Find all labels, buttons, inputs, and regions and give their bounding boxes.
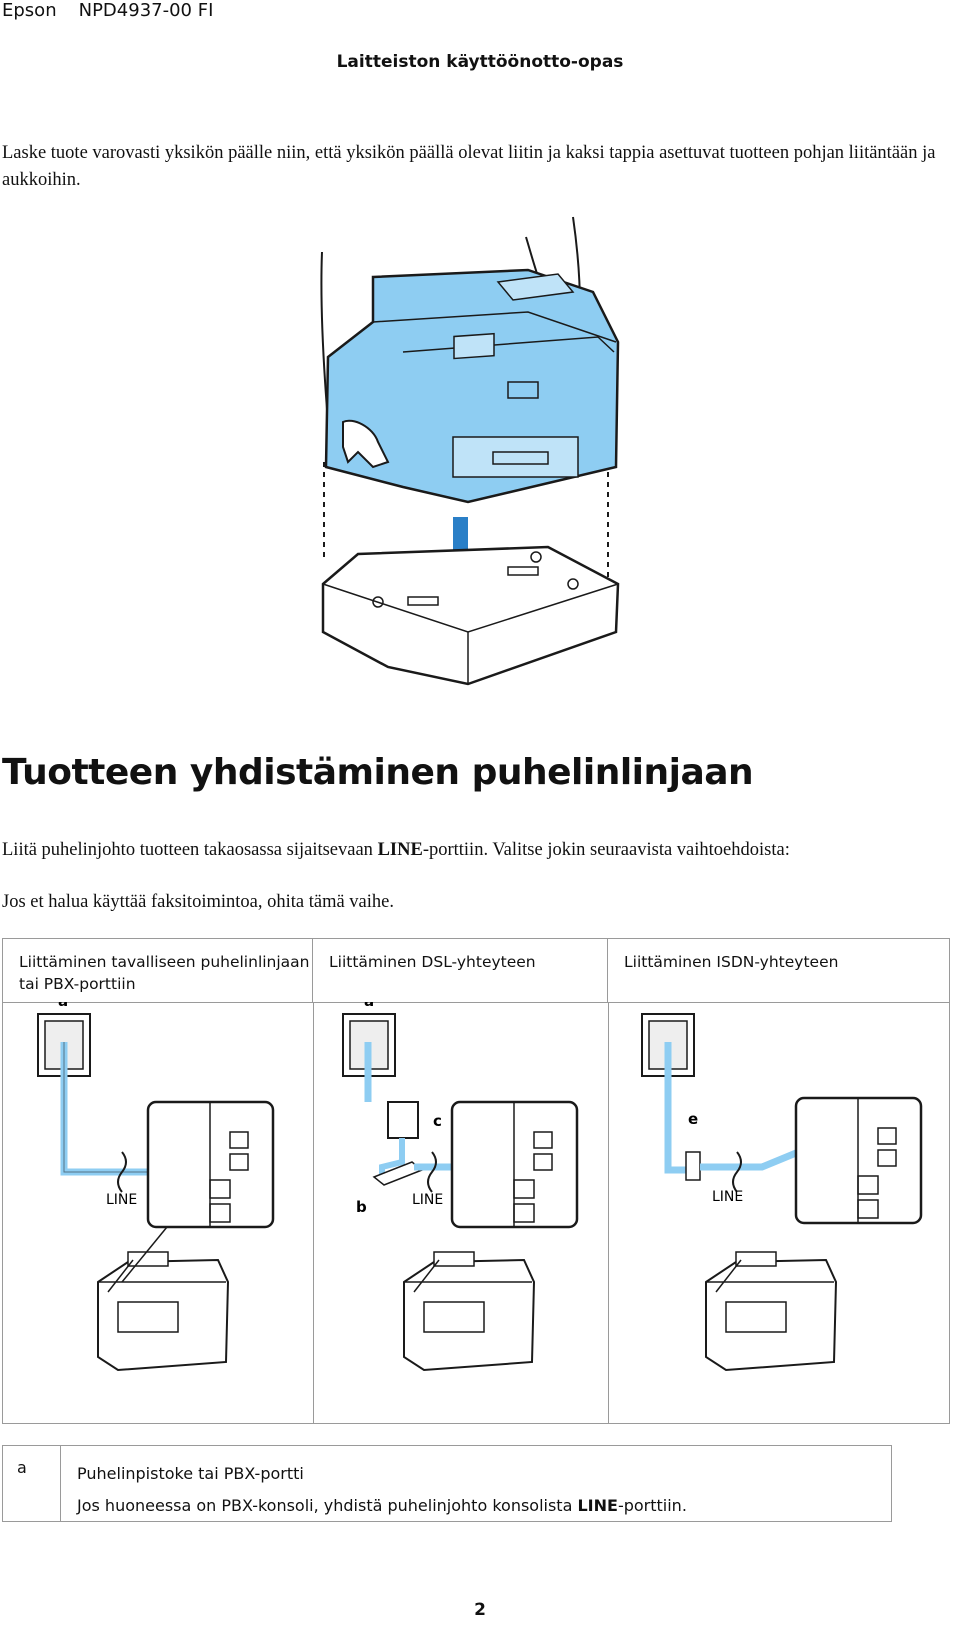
label-line-dsl: LINE	[412, 1192, 443, 1208]
label-wall-d: d	[662, 1002, 673, 1004]
doc-code: NPD4937-00 FI	[78, 0, 214, 21]
legend-note: Jos huoneessa on PBX-konsoli, yhdistä pu…	[77, 1490, 687, 1522]
header-isdn: Liittäminen ISDN-yhteyteen	[608, 939, 949, 1003]
column-divider	[608, 1003, 609, 1423]
diagram-isdn: d e LINE	[641, 1002, 923, 1371]
section-paragraph-line-port: Liitä puhelinjohto tuotteen takaosassa s…	[2, 840, 790, 861]
legend-note-after: -porttiin.	[617, 1496, 687, 1515]
legend-note-before: Jos huoneessa on PBX-konsoli, yhdistä pu…	[77, 1496, 578, 1515]
section-heading: Tuotteen yhdistäminen puhelinlinjaan	[2, 752, 754, 793]
legend-description: Puhelinpistoke tai PBX-portti Jos huonee…	[77, 1458, 687, 1522]
printer-install-illustration	[320, 216, 620, 686]
label-filter-b: b	[356, 1198, 367, 1216]
legend-key: a	[3, 1446, 61, 1521]
label-line-isdn: LINE	[712, 1189, 743, 1205]
diagram-dsl: a c b LINE	[342, 1002, 579, 1371]
intro-paragraph: Laske tuote varovasti yksikön päälle nii…	[2, 143, 936, 190]
p1-text-before: Liitä puhelinjohto tuotteen takaosassa s…	[2, 840, 378, 860]
header-dsl: Liittäminen DSL-yhteyteen	[313, 939, 608, 1003]
legend-title: Puhelinpistoke tai PBX-portti	[77, 1464, 304, 1483]
label-line: LINE	[106, 1192, 137, 1208]
legend-note-line: LINE	[577, 1496, 618, 1515]
legend-table: a Puhelinpistoke tai PBX-portti Jos huon…	[2, 1445, 892, 1522]
header-standard-line: Liittäminen tavalliseen puhelinlinjaan t…	[3, 939, 313, 1003]
p1-text-after: -porttiin. Valitse jokin seuraavista vai…	[422, 840, 790, 860]
label-wall-a: a	[58, 1002, 68, 1010]
section-paragraph-skip: Jos et halua käyttää faksitoimintoa, ohi…	[2, 892, 394, 912]
connection-diagrams: a LINE a c b LINE d e LINE	[37, 1002, 923, 1371]
page-number: 2	[474, 1600, 486, 1620]
page-header: Epson NPD4937-00 FI	[2, 0, 235, 21]
document-title: Laitteiston käyttöönotto-opas	[336, 52, 624, 72]
label-wall-a-dsl: a	[364, 1002, 374, 1010]
column-divider	[313, 1003, 314, 1423]
diagram-standard-line: a LINE	[37, 1002, 275, 1371]
brand-name: Epson	[2, 0, 57, 21]
label-splitter-c: c	[433, 1112, 442, 1130]
label-adapter-e: e	[688, 1110, 698, 1128]
connection-options-table: Liittäminen tavalliseen puhelinlinjaan t…	[2, 938, 950, 1424]
p1-line-label: LINE	[377, 840, 423, 860]
